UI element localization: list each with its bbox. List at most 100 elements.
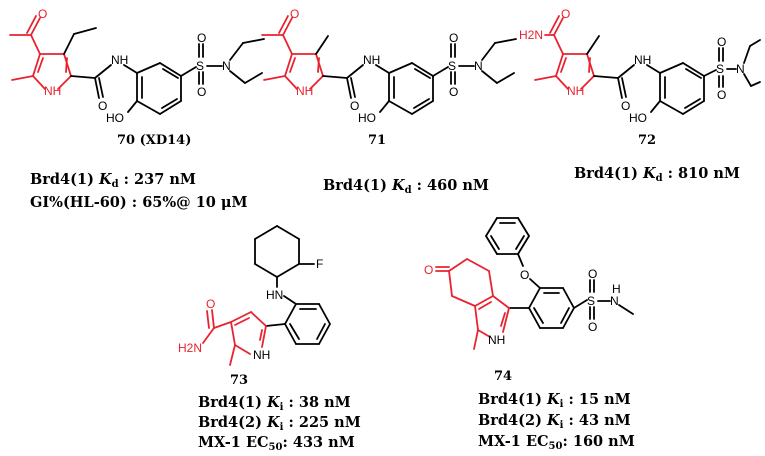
compound-72-hydroxyl: HO — [629, 111, 647, 125]
compound-71-benzene-ring — [388, 62, 434, 115]
compound-74-structure: O S O O N H — [424, 217, 634, 350]
compound-73-ki2-sub: i — [280, 422, 284, 433]
compound-73-ec50-sub: 50 — [269, 442, 283, 453]
compound-73-carboxamide-oxygen: O — [206, 297, 215, 311]
compound-73-ki1-value: : 38 nM — [283, 394, 350, 411]
compound-74-ec50-sub: 50 — [549, 441, 563, 452]
compound-70-sulfonyl-oxygen-bottom: O — [197, 85, 206, 99]
compound-73-ki2: Brd4(2) Ki : 225 nM — [198, 414, 361, 433]
compound-74-ki1-symbol: K — [546, 391, 561, 408]
compound-74-ki2-value: : 43 nM — [563, 412, 630, 429]
compound-71-hydroxyl: HO — [358, 111, 376, 125]
compound-74-sulfur: S — [587, 294, 595, 308]
compound-73-ki1-sub: i — [280, 402, 284, 413]
compound-73-ki2-prefix: Brd4(2) — [198, 414, 267, 431]
compound-72-sulfonamide-nitrogen: N — [736, 62, 745, 76]
compound-72-benzene-ring — [659, 62, 705, 115]
compound-71-kd-symbol: K — [391, 177, 406, 194]
compound-73-label: 73 — [230, 373, 248, 388]
compound-74-ki1-value: : 15 nM — [563, 391, 630, 408]
compound-73-structure: F HN — [178, 225, 331, 366]
compound-73-ki2-value: : 225 nM — [283, 414, 360, 431]
compound-74-tetrahydroindolone-core — [435, 258, 510, 350]
compound-70-hydroxyl: HO — [106, 111, 124, 125]
compound-74-ki2: Brd4(2) Ki : 43 nM — [478, 412, 631, 431]
compound-70-sulfur: S — [196, 59, 204, 73]
compound-73-cyclohexyl-ring — [254, 225, 300, 278]
compound-71-amide-nh: NH — [363, 53, 380, 67]
compound-73-pyrrole-core — [202, 309, 267, 366]
compound-74-ec50: MX-1 EC50: 160 nM — [478, 433, 635, 452]
compound-71-kd-prefix: Brd4(1) — [323, 177, 392, 194]
compound-70-amide-oxygen: O — [98, 99, 107, 113]
compound-72-pyrrole-core — [534, 15, 595, 90]
compound-73-carboxamide-nh2: H2N — [178, 341, 202, 355]
compound-70-kd-value: : 237 nM — [119, 171, 196, 188]
compound-71-sulfonyl-oxygen-top: O — [449, 31, 458, 45]
compound-73-ki2-symbol: K — [266, 414, 281, 431]
compound-72-kd-symbol: K — [642, 165, 657, 182]
compound-72-sulfonyl-oxygen-top: O — [717, 35, 726, 49]
compound-70-kd-sub: d — [112, 179, 119, 190]
compound-70-kd-symbol: K — [98, 171, 113, 188]
compound-73-ki1-symbol: K — [266, 394, 281, 411]
compound-74-sulfonamide-nh: N — [610, 294, 619, 308]
compound-74-phenoxy-ring — [485, 217, 530, 255]
compound-70-label: 70 (XD14) — [117, 133, 191, 148]
compound-73-fluorine: F — [316, 257, 323, 271]
compound-74-ec50-prefix: MX-1 EC — [478, 433, 549, 450]
compound-74-ki2-prefix: Brd4(2) — [478, 412, 547, 429]
compound-70-gi: GI%(HL-60) : 65%@ 10 μM — [30, 194, 248, 211]
compound-71-label: 71 — [368, 133, 386, 148]
compound-73-ec50-value: : 433 nM — [282, 434, 354, 451]
compound-74-ki1-prefix: Brd4(1) — [478, 391, 547, 408]
compound-74-ether-oxygen: O — [520, 268, 529, 282]
compound-72-sulfonyl-oxygen-bottom: O — [717, 88, 726, 102]
compound-72-amide-nh: NH — [634, 53, 651, 67]
compound-70-kd-prefix: Brd4(1) — [30, 171, 99, 188]
compound-72-kd-value: : 810 nM — [663, 165, 740, 182]
compound-71-kd-sub: d — [405, 185, 412, 196]
compound-73-ec50: MX-1 EC50: 433 nM — [198, 434, 355, 453]
compound-74-ki2-sub: i — [560, 420, 564, 431]
compound-70-benzene-ring — [136, 62, 182, 115]
compound-73-phenyl-ring — [284, 303, 331, 345]
compound-72-kd-prefix: Brd4(1) — [574, 165, 643, 182]
compound-72-kd-sub: d — [656, 173, 663, 184]
compound-71-kd: Brd4(1) Kd : 460 nM — [323, 177, 489, 196]
compound-74-pyrrole-nh: NH — [488, 333, 505, 347]
compound-74-ketone-oxygen: O — [424, 263, 433, 277]
compound-71-structure: O NH O NH HO S O O N — [261, 7, 517, 125]
compound-72-structure: O H2N NH O NH HO S O O N — [519, 7, 761, 125]
compound-70-amide-nh: NH — [111, 53, 128, 67]
compound-73-aniline-hn: HN — [266, 288, 283, 302]
compound-71-sulfur: S — [448, 59, 456, 73]
compound-70-acetyl-oxygen: O — [38, 7, 47, 21]
compound-74-sulfonyl-oxygen-top: O — [588, 267, 597, 281]
compound-70-structure: O NH O NH HO S O — [9, 7, 265, 125]
compound-74-ki1: Brd4(1) Ki : 15 nM — [478, 391, 631, 410]
compound-73-ec50-prefix: MX-1 EC — [198, 434, 269, 451]
compound-71-pyrrole-core — [261, 15, 324, 90]
compound-72-carboxamide-oxygen: O — [561, 7, 570, 21]
compound-70-sulfonamide-nitrogen: N — [222, 59, 231, 73]
compound-72-amide-oxygen: O — [621, 99, 630, 113]
compound-71-pyrrole-nh: NH — [296, 84, 313, 98]
compound-74-ec50-value: : 160 nM — [562, 433, 634, 450]
compound-74-ki1-sub: i — [560, 399, 564, 410]
compound-72-kd: Brd4(1) Kd : 810 nM — [574, 165, 740, 184]
compound-73-ki1-prefix: Brd4(1) — [198, 394, 267, 411]
compound-73-ki1: Brd4(1) Ki : 38 nM — [198, 394, 351, 413]
compound-72-label: 72 — [638, 133, 656, 148]
compound-71-sulfonyl-oxygen-bottom: O — [449, 85, 458, 99]
compound-71-acetyl-oxygen: O — [290, 7, 299, 21]
compound-74-aryl-ring — [528, 287, 575, 329]
compound-70-kd: Brd4(1) Kd : 237 nM — [30, 171, 196, 190]
compound-72-pyrrole-nh: NH — [567, 84, 584, 98]
compound-70-pyrrole-core — [9, 15, 72, 90]
compound-74-label: 74 — [494, 369, 512, 384]
compound-71-sulfonamide-nitrogen: N — [474, 59, 483, 73]
compound-70-sulfonyl-oxygen-top: O — [197, 31, 206, 45]
compound-74-ki2-symbol: K — [546, 412, 561, 429]
